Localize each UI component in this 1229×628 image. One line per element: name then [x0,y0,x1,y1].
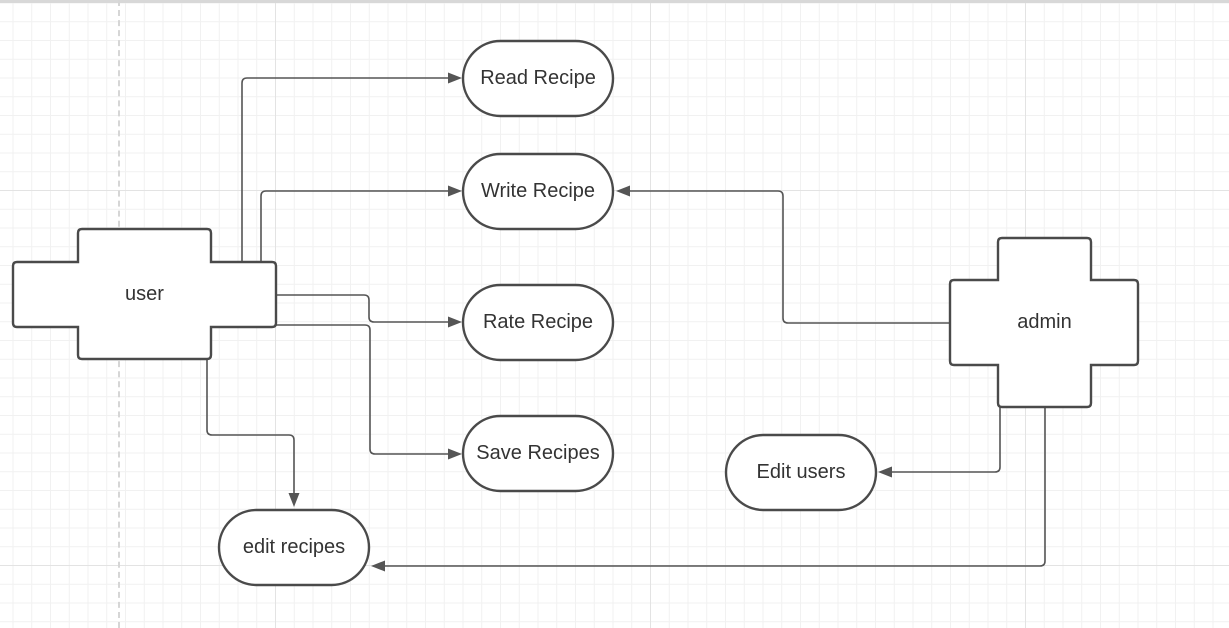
edge-admin-write-recipe[interactable] [628,190,950,324]
use-case-edit-users[interactable] [724,433,878,512]
arrowhead-write-recipe [448,185,462,197]
admin-actor-shape[interactable] [948,236,1140,409]
arrowhead-edit-recipes-admin [371,560,385,572]
use-case-read-recipe[interactable] [461,39,615,118]
edge-user-write-recipe[interactable] [260,190,450,262]
arrowhead-edit-users [878,466,892,478]
use-case-edit-recipes[interactable] [217,508,371,587]
canvas-top-border [0,0,1229,3]
edge-user-read-recipe[interactable] [241,77,450,262]
use-case-save-recipes[interactable] [461,414,615,493]
edge-admin-edit-users[interactable] [890,407,1001,473]
arrowhead-save-recipes [448,448,462,460]
arrowhead-write-recipe-admin [616,185,630,197]
edge-user-save-recipes[interactable] [276,324,450,455]
use-case-write-recipe[interactable] [461,152,615,231]
edge-user-edit-recipes[interactable] [206,359,295,495]
arrowhead-edit-recipes-user [288,493,300,507]
use-case-rate-recipe[interactable] [461,283,615,362]
user-actor-shape[interactable] [11,227,278,361]
edge-admin-edit-recipes[interactable] [383,407,1046,567]
arrowhead-rate-recipe [448,316,462,328]
arrowhead-read-recipe [448,72,462,84]
edge-user-rate-recipe[interactable] [276,294,450,323]
